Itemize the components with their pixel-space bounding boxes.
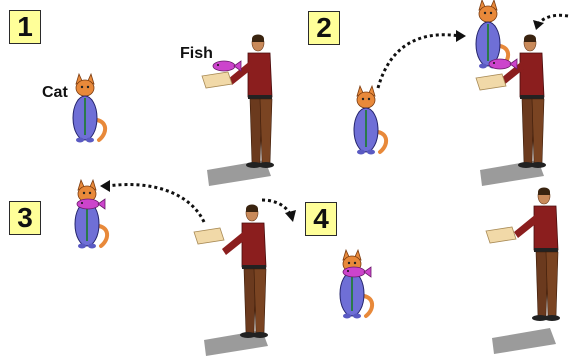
arrow-2b [536, 13, 569, 26]
box-4 [485, 226, 517, 244]
cat-figure-1 [71, 72, 108, 145]
jump-arrow-2 [376, 33, 461, 89]
cat-label: Cat [42, 84, 68, 101]
cat-figure-2-jumping [474, 0, 511, 71]
fish-label: Fish [180, 45, 213, 62]
fish-3 [76, 198, 106, 210]
toss-arrowhead-3 [100, 180, 110, 192]
cat-figure-2 [352, 84, 389, 157]
cat-figure-4 [338, 248, 375, 321]
panel-3 [73, 178, 296, 356]
shadow-4 [492, 328, 556, 354]
man-figure-3 [221, 204, 269, 339]
panel-1 [71, 34, 275, 186]
toss-arrow-3 [107, 183, 206, 223]
step-badge-3: 3 [9, 201, 41, 235]
box-2 [475, 73, 507, 91]
man-figure-4 [513, 187, 561, 322]
arrowhead-3b [285, 210, 296, 222]
box-1 [201, 71, 233, 89]
jump-arrowhead-2 [456, 30, 466, 42]
step-badge-2: 2 [308, 11, 340, 45]
arrow-3b [261, 198, 292, 215]
step-badge-4: 4 [305, 202, 337, 236]
fish-1 [212, 60, 242, 72]
panel-2 [352, 0, 569, 186]
box-3 [193, 227, 225, 245]
fish-2 [488, 58, 518, 70]
man-figure-1 [227, 34, 275, 169]
arrowhead-2b [533, 20, 544, 30]
panel-4 [338, 187, 561, 354]
fish-4 [342, 266, 372, 278]
cat-figure-3 [73, 178, 110, 251]
step-badge-1: 1 [9, 10, 41, 44]
